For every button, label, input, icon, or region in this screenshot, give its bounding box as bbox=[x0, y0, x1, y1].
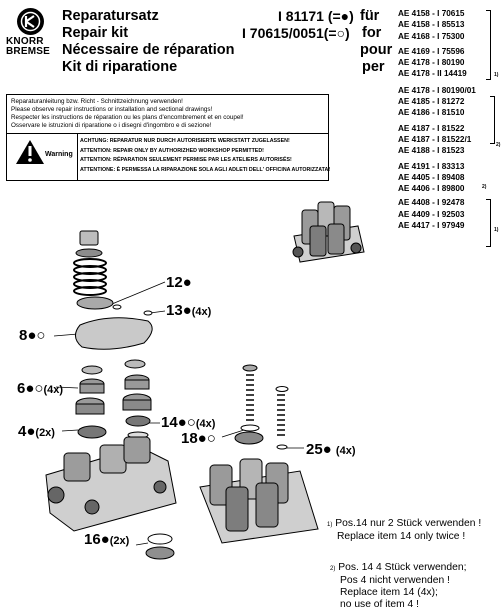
note-2-en2: no use of item 4 ! bbox=[340, 599, 419, 610]
footnote-mark: 1) bbox=[494, 227, 499, 233]
group-bracket bbox=[486, 199, 491, 247]
application-item: AE 4406 - I 89800 bbox=[398, 184, 465, 194]
application-item: AE 4417 - I 97949 bbox=[398, 221, 465, 231]
note-2: 2) Pos. 14 4 Stück verwenden; Pos 4 nich… bbox=[330, 562, 466, 611]
warning-separator bbox=[77, 134, 78, 180]
footnote-mark: 1) bbox=[494, 72, 499, 78]
warning-line: ACHTUNG: REPARATUR NUR DURCH AUTORISIERT… bbox=[80, 138, 290, 144]
note-2-en1: Replace item 14 (4x); bbox=[340, 587, 438, 598]
instruction-line: Please observe repair instructions or in… bbox=[11, 105, 213, 113]
instruction-line: Osservare le istruzioni di riparatione o… bbox=[11, 121, 212, 129]
title-it: Kit di riparatione bbox=[62, 59, 178, 75]
instruction-text: Reparaturanleitung bzw. Richt - Schnittz… bbox=[11, 98, 244, 130]
application-item: AE 4188 - I 81523 bbox=[398, 146, 465, 156]
application-item: AE 4158 - I 70615 bbox=[398, 9, 465, 18]
exploded-view-drawing bbox=[45, 230, 319, 560]
part-number-open: I 70615/0051(=○) bbox=[242, 25, 350, 41]
callout-25: 25● (4x) bbox=[306, 441, 355, 458]
warning-text: ACHTUNG: REPARATUR NUR DURCH AUTORISIERT… bbox=[80, 137, 330, 176]
footnote-mark: 2) bbox=[496, 142, 501, 148]
application-item: AE 4178 - I 80190 bbox=[398, 58, 465, 68]
lang-fr: pour bbox=[360, 42, 393, 58]
application-item: AE 4405 - I 89408 bbox=[398, 172, 465, 182]
lang-it: per bbox=[362, 59, 385, 75]
group-bracket bbox=[490, 96, 495, 144]
callout-14-qty: (4x) bbox=[195, 418, 216, 430]
callout-4-qty: (2x) bbox=[35, 427, 55, 439]
callout-25-number: 25● bbox=[306, 441, 332, 458]
lang-de: für bbox=[360, 8, 380, 24]
note-1-en: Replace item 14 only twice ! bbox=[337, 531, 466, 542]
instruction-box: Reparaturanleitung bzw. Richt - Schnittz… bbox=[6, 94, 330, 181]
logo-emblem-icon bbox=[17, 8, 44, 35]
application-item: AE 4178 - I 80190/01 bbox=[398, 85, 476, 95]
application-item: AE 4169 - I 75596 bbox=[398, 46, 465, 56]
instruction-line: Respecter les instructions de réparation… bbox=[11, 113, 244, 121]
callout-16-number: 16● bbox=[84, 531, 110, 548]
group-bracket bbox=[486, 10, 491, 80]
application-item: AE 4187 - I 81522 bbox=[398, 123, 465, 133]
callout-16-qty: (2x) bbox=[109, 535, 130, 547]
warning-line: ATTENTION: RÉPARATION SEULEMENT PERMISE … bbox=[80, 157, 292, 164]
application-item: AE 4178 - II 14419 bbox=[398, 69, 467, 79]
box-divider bbox=[7, 133, 328, 134]
callout-13-number: 13● bbox=[166, 302, 192, 319]
callout-13-qty: (4x) bbox=[191, 306, 212, 318]
callout-6: 6●○(4x) bbox=[17, 380, 63, 397]
instruction-line: Reparaturanleitung bzw. Richt - Schnittz… bbox=[11, 98, 183, 105]
callout-6-number: 6●○ bbox=[17, 380, 44, 397]
warning-line: ATTENTION: REPAIR ONLY BY AUTHORIZHED WO… bbox=[80, 147, 264, 154]
note-1-mark: 1) bbox=[327, 522, 333, 528]
callout-6-qty: (4x) bbox=[43, 384, 64, 396]
application-item: AE 4186 - I 81510 bbox=[398, 108, 465, 118]
callout-18: 18●○ bbox=[181, 430, 216, 447]
brand-line1: KNORR bbox=[6, 36, 44, 47]
application-item: AE 4408 - I 92478 bbox=[398, 198, 465, 208]
brand-line2: BREMSE bbox=[6, 46, 50, 57]
application-item: AE 4158 - I 85513 bbox=[398, 20, 465, 30]
application-list: AE 4158 - I 70615 AE 4158 - I 85513 AE 4… bbox=[398, 8, 476, 231]
application-item: AE 4409 - I 92503 bbox=[398, 209, 465, 219]
callout-25-qty: (4x) bbox=[335, 445, 356, 457]
title-en: Repair kit bbox=[62, 25, 129, 41]
lang-en: for bbox=[362, 25, 382, 41]
note-2-de1: Pos. 14 4 Stück verwenden; bbox=[338, 562, 467, 573]
callout-14-number: 14●○ bbox=[161, 414, 196, 431]
logo-text: KNORR BREMSE bbox=[6, 37, 50, 57]
note-1: 1) Pos.14 nur 2 Stück verwenden ! Replac… bbox=[327, 518, 481, 543]
callout-16: 16●(2x) bbox=[84, 531, 129, 548]
title-fr: Nécessaire de réparation bbox=[62, 42, 235, 58]
callout-4-number: 4● bbox=[18, 423, 36, 440]
warning-triangle-icon bbox=[15, 139, 45, 170]
note-1-de: Pos.14 nur 2 Stück verwenden ! bbox=[335, 518, 482, 529]
application-item: AE 4191 - I 83313 bbox=[398, 161, 465, 171]
application-item: AE 4187 - I 81522/1 bbox=[398, 134, 472, 144]
part-number-filled: I 81171 (=●) bbox=[278, 8, 354, 24]
footnote-mark: 2) bbox=[482, 184, 487, 190]
callout-8: 8●○ bbox=[19, 327, 46, 344]
application-item: AE 4168 - I 75300 bbox=[398, 31, 465, 41]
assembled-valve-image bbox=[292, 201, 365, 263]
warning-line: ATTENTIONE: È PERMESSA LA RIPARAZIONE SO… bbox=[80, 167, 331, 174]
callout-14: 14●○(4x) bbox=[161, 414, 215, 431]
knorr-bremse-logo: KNORR BREMSE bbox=[6, 8, 56, 60]
callout-13: 13●(4x) bbox=[166, 302, 211, 319]
warning-label: Warning bbox=[45, 151, 73, 158]
note-2-de2: Pos 4 nicht verwenden ! bbox=[340, 575, 450, 586]
note-2-mark: 2) bbox=[330, 566, 336, 572]
title-de: Reparatursatz bbox=[62, 8, 159, 24]
application-item: AE 4185 - I 81272 bbox=[398, 97, 465, 107]
callout-12: 12● bbox=[166, 274, 192, 291]
callout-4: 4●(2x) bbox=[18, 423, 55, 440]
